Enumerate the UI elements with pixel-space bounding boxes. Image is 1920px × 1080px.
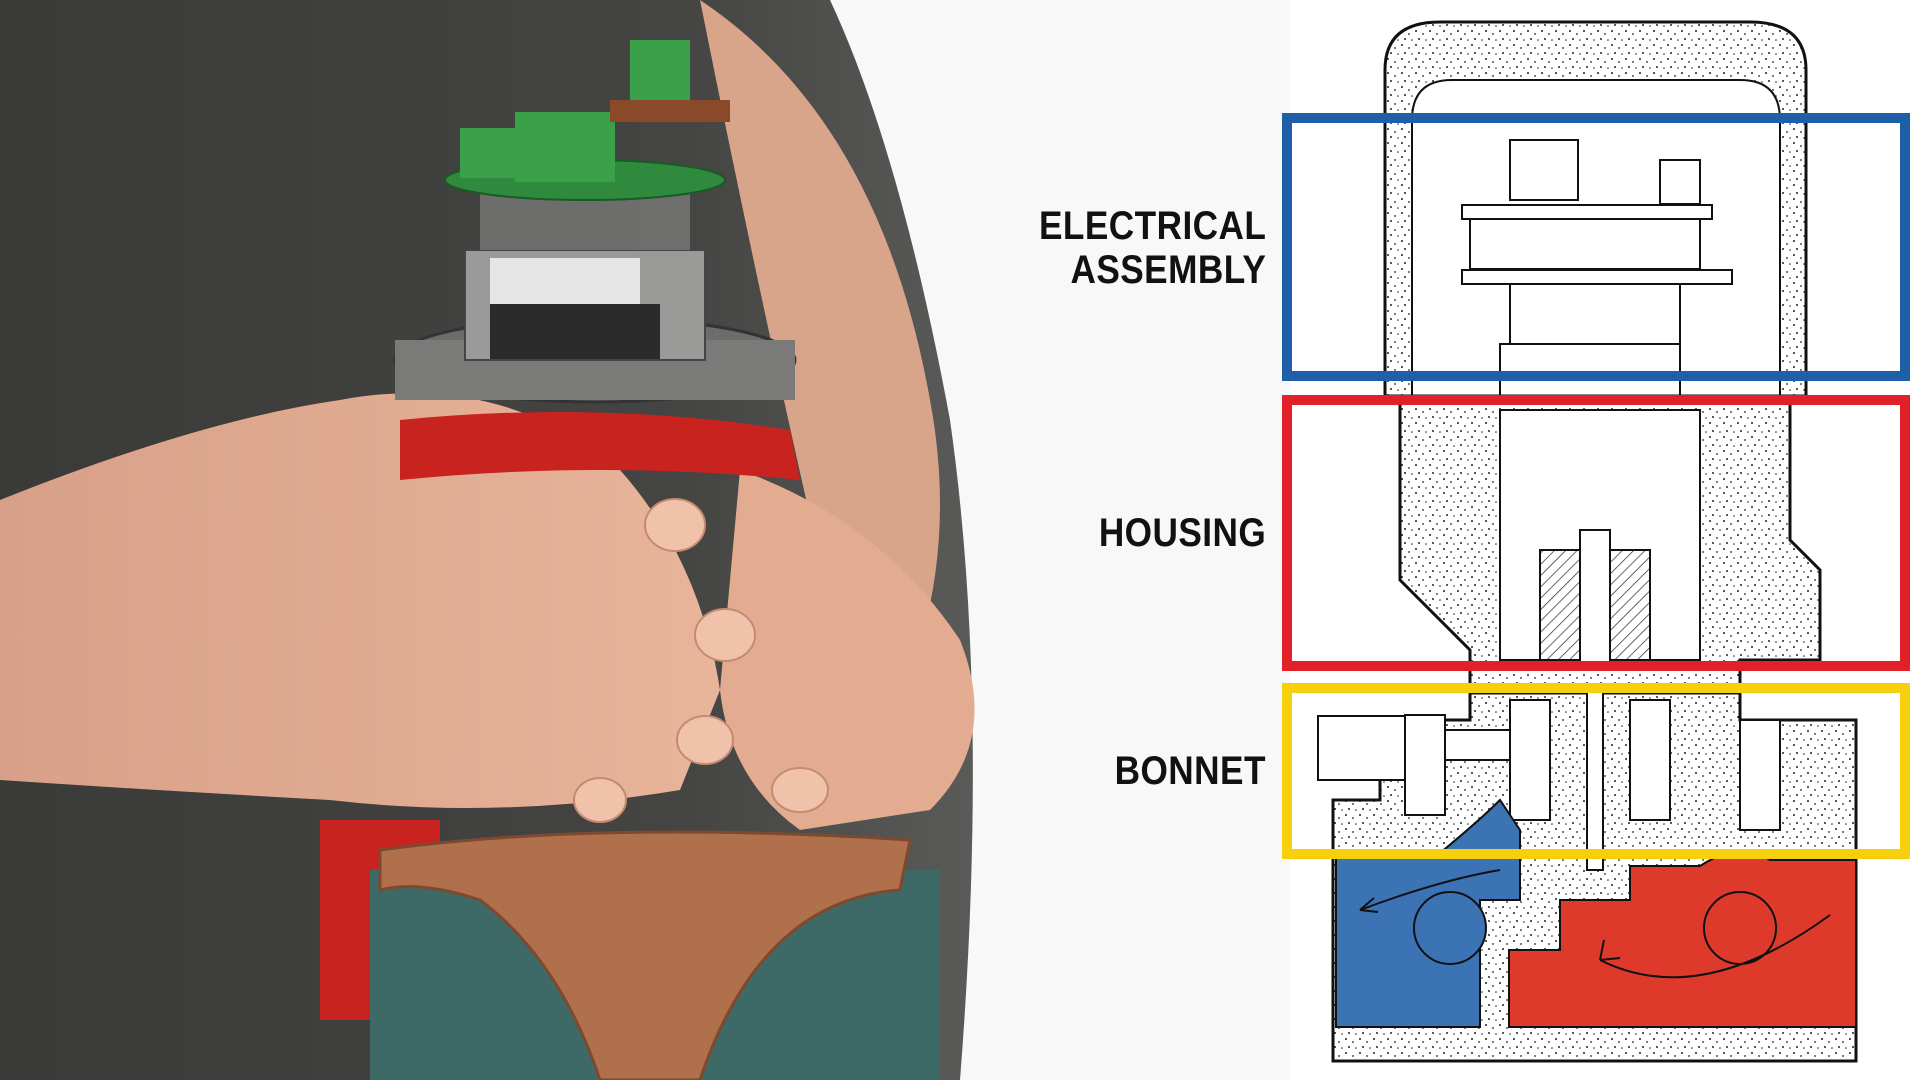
bolt [1404, 714, 1446, 816]
valve-cross-section-diagram [1290, 0, 1920, 1080]
bonnet-box [1282, 683, 1910, 859]
terminal-block-2 [515, 112, 615, 182]
terminal-block-3 [630, 40, 690, 108]
label-line: ELECTRICAL [1038, 204, 1266, 248]
right-hand [720, 470, 975, 830]
label-line: BONNET [1114, 749, 1266, 793]
bonnet-label: BONNET [1115, 749, 1266, 793]
bolt [1739, 719, 1781, 831]
electrical-assembly-drawing [1461, 139, 1733, 397]
inlet-arrow [1359, 869, 1501, 911]
motor-label [490, 258, 640, 304]
terminal-block-1 [460, 128, 520, 178]
electrical-assembly-label: ELECTRICAL ASSEMBLY [1039, 204, 1266, 292]
side-port [1317, 715, 1409, 781]
fingers [573, 498, 829, 823]
label-line: HOUSING [1098, 511, 1266, 555]
motor-body [490, 304, 660, 359]
upper-arm [700, 0, 940, 700]
label-line: ASSEMBLY [1070, 248, 1266, 292]
left-hand [0, 393, 720, 808]
valve-red-body [400, 412, 800, 480]
housing-label: HOUSING [1099, 511, 1266, 555]
electrical-assembly-box [1282, 113, 1910, 381]
outlet-arrow [1599, 914, 1831, 979]
bronze-bracket [378, 830, 912, 1080]
housing-box [1282, 395, 1910, 671]
stem [1586, 689, 1604, 871]
pcb-upper [610, 100, 730, 122]
